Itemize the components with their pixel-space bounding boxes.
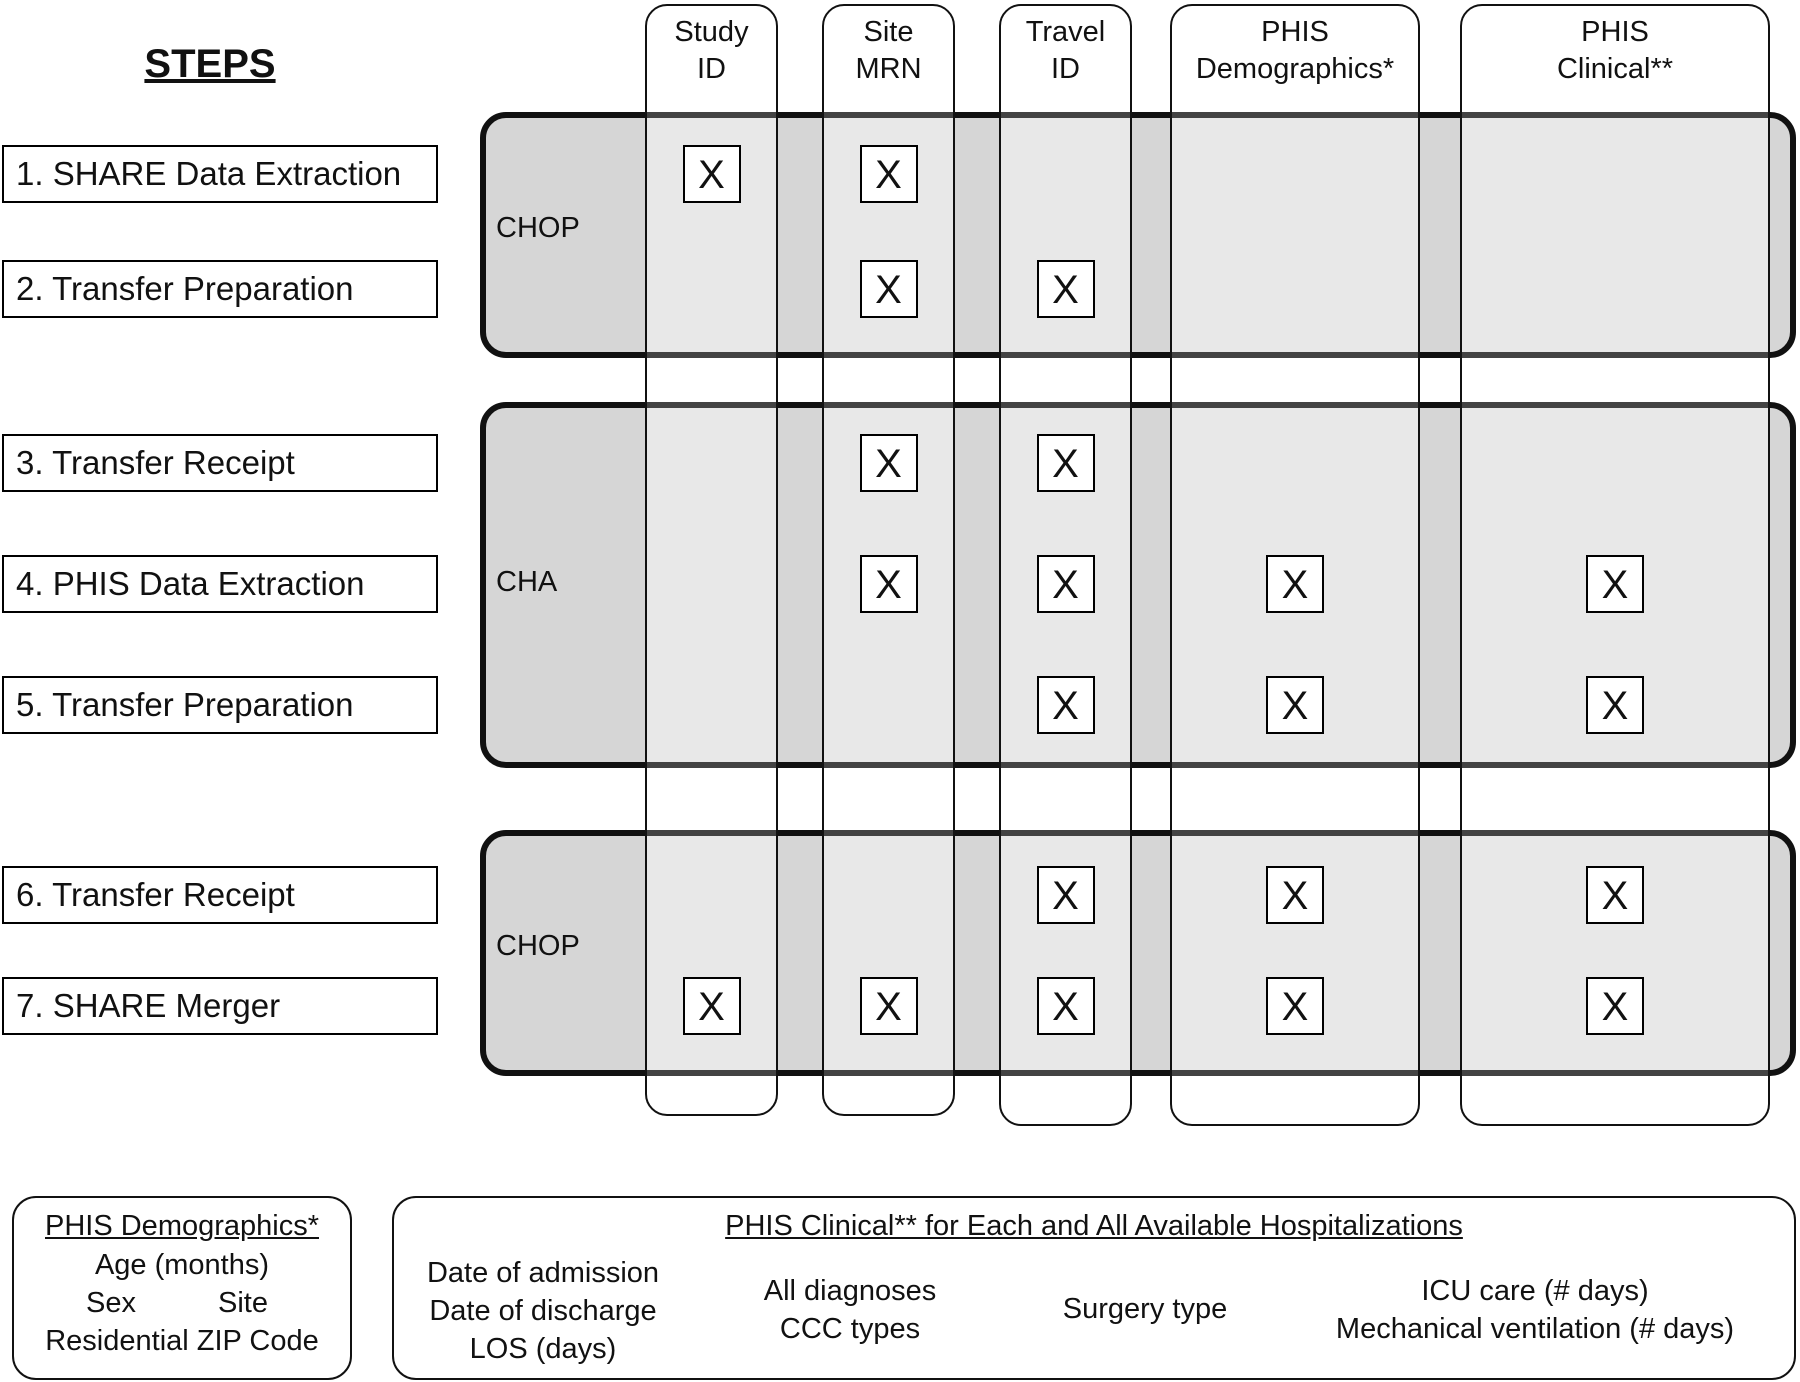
x-mark-step7-col1: X	[682, 977, 741, 1035]
x-mark-step2-col2: X	[859, 260, 918, 318]
band-edge-line	[1460, 402, 1770, 408]
column-header-line2: MRN	[855, 53, 922, 85]
band-edge-line	[822, 1070, 955, 1076]
band-edge-line	[645, 830, 778, 836]
band-edge-line	[999, 762, 1132, 768]
band-edge-line	[822, 402, 955, 408]
x-mark-step1-col2: X	[859, 145, 918, 203]
column-header-line2: ID	[697, 53, 726, 85]
x-mark-step3-col3: X	[1036, 434, 1095, 492]
band-edge-line	[1170, 1070, 1420, 1076]
x-mark-step1-col1: X	[682, 145, 741, 203]
band-edge-line	[645, 762, 778, 768]
column-header-4: PHIS Demographics*	[1170, 14, 1420, 88]
band-edge-line	[1170, 762, 1420, 768]
x-mark-step5-col4: X	[1266, 676, 1324, 734]
column-header-line1: PHIS	[1581, 16, 1649, 48]
step-box-3: 3. Transfer Receipt	[2, 434, 438, 492]
x-mark-step4-col2: X	[859, 555, 918, 613]
band-edge-line	[822, 830, 955, 836]
band-edge-line	[999, 402, 1132, 408]
column-header-line1: Travel	[1025, 16, 1106, 48]
legend-clinical-title: PHIS Clinical** for Each and All Availab…	[725, 1210, 1463, 1242]
band-edge-line	[822, 352, 955, 358]
group-band-2	[480, 402, 1796, 768]
band-edge-line	[1170, 830, 1420, 836]
x-mark-step6-col3: X	[1036, 866, 1095, 924]
column-header-line2: ID	[1051, 53, 1080, 85]
band-edge-line	[999, 112, 1132, 118]
band-edge-line	[1170, 112, 1420, 118]
x-mark-step4-col3: X	[1036, 555, 1095, 613]
x-mark-step3-col2: X	[859, 434, 918, 492]
band-edge-line	[999, 1070, 1132, 1076]
legend-demographics-sex: Sex	[86, 1287, 136, 1319]
step-box-7: 7. SHARE Merger	[2, 977, 438, 1035]
band-edge-line	[1460, 352, 1770, 358]
band-edge-line	[645, 402, 778, 408]
band-edge-line	[1460, 762, 1770, 768]
x-mark-step4-col4: X	[1266, 555, 1324, 613]
legend-demographics-age: Age (months)	[94, 1249, 270, 1281]
legend-clinical-diagnoses: All diagnoses	[763, 1275, 937, 1307]
band-edge-line	[999, 830, 1132, 836]
legend-demographics-zip: Residential ZIP Code	[45, 1325, 319, 1357]
legend-clinical-surgery-type: Surgery type	[1062, 1293, 1228, 1325]
column-header-line1: Study	[674, 16, 749, 48]
column-header-line1: Site	[863, 16, 914, 48]
legend-demographics-site: Site	[218, 1287, 268, 1319]
x-mark-step6-col5: X	[1586, 866, 1644, 924]
band-edge-line	[822, 112, 955, 118]
column-header-5: PHIS Clinical**	[1460, 14, 1770, 88]
x-mark-step7-col2: X	[859, 977, 918, 1035]
step-box-6: 6. Transfer Receipt	[2, 866, 438, 924]
legend-clinical-los: LOS (days)	[469, 1333, 617, 1365]
column-box-3	[999, 4, 1132, 1126]
x-mark-step6-col4: X	[1266, 866, 1324, 924]
x-mark-step4-col5: X	[1586, 555, 1644, 613]
legend-clinical-discharge: Date of discharge	[429, 1295, 657, 1327]
legend-clinical-box	[392, 1196, 1796, 1380]
x-mark-step5-col5: X	[1586, 676, 1644, 734]
legend-clinical-admission: Date of admission	[426, 1257, 660, 1289]
column-header-line2: Clinical**	[1556, 53, 1674, 85]
x-mark-step7-col4: X	[1266, 977, 1324, 1035]
band-edge-line	[1460, 830, 1770, 836]
band-edge-line	[822, 762, 955, 768]
step-box-2: 2. Transfer Preparation	[2, 260, 438, 318]
legend-clinical-ventilation: Mechanical ventilation (# days)	[1335, 1313, 1735, 1345]
legend-clinical-ccc-types: CCC types	[779, 1313, 921, 1345]
group-label-1: CHOP	[496, 212, 580, 244]
column-header-line1: PHIS	[1261, 16, 1329, 48]
group-band-3	[480, 830, 1796, 1076]
column-header-line2: Demographics*	[1195, 53, 1395, 85]
steps-title: STEPS	[144, 42, 276, 86]
group-label-2: CHA	[496, 566, 558, 598]
x-mark-step2-col3: X	[1036, 260, 1095, 318]
legend-clinical-icu-care: ICU care (# days)	[1421, 1275, 1649, 1307]
legend-demographics-title: PHIS Demographics*	[45, 1210, 319, 1242]
step-box-4: 4. PHIS Data Extraction	[2, 555, 438, 613]
band-edge-line	[999, 352, 1132, 358]
band-edge-line	[1460, 112, 1770, 118]
step-box-1: 1. SHARE Data Extraction	[2, 145, 438, 203]
x-mark-step5-col3: X	[1036, 676, 1095, 734]
band-edge-line	[645, 1070, 778, 1076]
step-box-5: 5. Transfer Preparation	[2, 676, 438, 734]
band-edge-line	[645, 352, 778, 358]
x-mark-step7-col3: X	[1036, 977, 1095, 1035]
band-edge-line	[1460, 1070, 1770, 1076]
x-mark-step7-col5: X	[1586, 977, 1644, 1035]
group-label-3: CHOP	[496, 930, 580, 962]
band-edge-line	[1170, 402, 1420, 408]
band-edge-line	[645, 112, 778, 118]
band-edge-line	[1170, 352, 1420, 358]
legend-demographics-box	[12, 1196, 352, 1380]
